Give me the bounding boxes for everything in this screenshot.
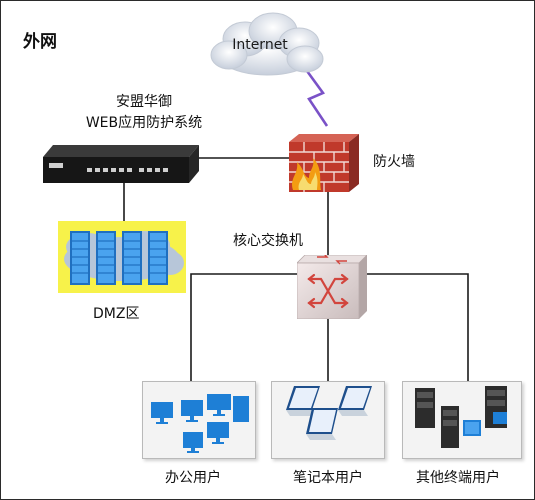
laptop-icon <box>286 386 372 440</box>
firewall-label: 防火墙 <box>373 154 415 170</box>
server-tower-icon <box>415 386 507 448</box>
dmz-zone-icon <box>58 221 186 293</box>
other-terminal-users-box <box>402 381 522 459</box>
switch-office-link <box>190 273 297 383</box>
switch-other-link <box>365 273 469 383</box>
lightning-bolt <box>305 70 329 127</box>
notebook-users-box <box>271 381 385 459</box>
internet-label: Internet <box>232 37 288 53</box>
firewall-icon <box>289 134 359 192</box>
other-terminal-users-label: 其他终端用户 <box>416 470 500 486</box>
waf-label-line2: WEB应用防护系统 <box>85 115 203 131</box>
notebook-users-label: 笔记本用户 <box>293 470 363 486</box>
dmz-label: DMZ区 <box>93 306 140 322</box>
server-rack-icon <box>70 231 168 285</box>
desktop-computer-icon <box>151 394 249 453</box>
waf-label: 安盟华御 WEB应用防护系统 <box>83 92 205 134</box>
switch-icon <box>297 255 367 319</box>
office-users-label: 办公用户 <box>165 470 221 486</box>
waf-appliance-icon <box>43 145 199 183</box>
waf-label-line1: 安盟华御 <box>116 94 172 110</box>
cloud-icon <box>210 12 324 76</box>
core-switch-label: 核心交换机 <box>233 233 303 249</box>
office-users-box <box>142 381 256 459</box>
zone-title: 外网 <box>23 32 57 52</box>
